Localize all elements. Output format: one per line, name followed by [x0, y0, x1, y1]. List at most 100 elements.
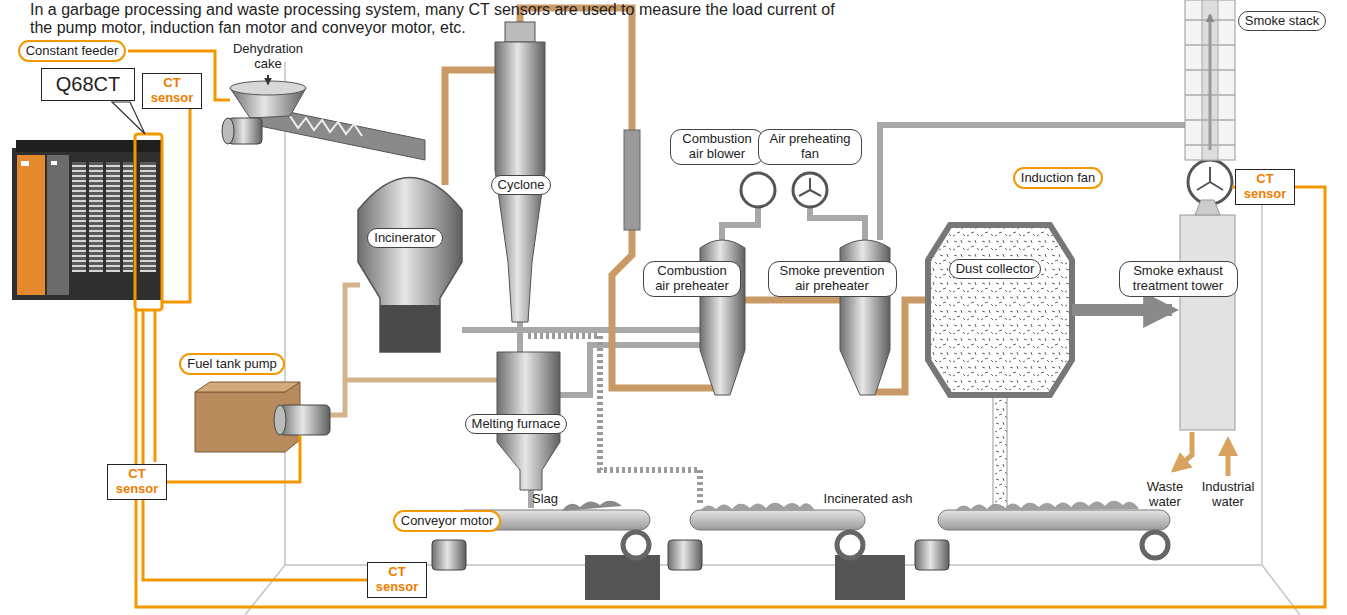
monitored-equipment-label: Conveyor motor [393, 510, 501, 533]
node-text: Melting furnace [472, 417, 561, 432]
node-text: CT sensor [372, 565, 422, 595]
node-text: Cyclone [498, 178, 545, 193]
node-text: Fuel tank pump [187, 357, 277, 372]
plc-unit [51, 161, 57, 165]
fan-symbol [793, 173, 827, 207]
plc-unit [135, 134, 162, 310]
conveyor [1142, 532, 1168, 558]
water-arrow [1174, 432, 1192, 470]
equipment-label: Combustion air blower [670, 129, 764, 165]
conveyor [835, 555, 905, 600]
cyclone [495, 42, 545, 322]
dust-collector [993, 395, 1007, 513]
node-text: Conveyor motor [401, 514, 493, 529]
signal-wire [136, 187, 1325, 607]
exhaust-tower [1180, 215, 1235, 430]
node-text: CT sensor [112, 467, 162, 497]
plc-unit [17, 155, 45, 295]
fuel-pipe [345, 378, 497, 383]
air-pipe [722, 207, 758, 240]
module-callout: Q68CT [41, 68, 135, 101]
caption-text: In a garbage processing and waste proces… [30, 1, 845, 38]
smoke-stack [1209, 15, 1212, 150]
material-label: Dehydration cake [228, 42, 308, 72]
equipment-label: Air preheating fan [758, 129, 862, 165]
ct-sensor-box: CT sensor [107, 464, 167, 500]
water-label: Waste water [1143, 480, 1188, 510]
equipment-label: Melting furnace [465, 414, 568, 435]
equipment-label: Cyclone [491, 175, 552, 196]
material-label: Incinerated ash [824, 492, 913, 507]
air-pipe [517, 322, 523, 352]
node-text: Constant feeder [26, 44, 119, 59]
duct-box [624, 130, 640, 230]
plc-unit [12, 148, 162, 300]
signal-wire [162, 109, 190, 302]
node-text: CT sensor [1240, 172, 1290, 202]
conveyor [690, 510, 865, 530]
monitored-equipment-label: Constant feeder [18, 40, 127, 63]
node-text: Air preheating fan [765, 132, 855, 162]
room-outline [245, 62, 1300, 615]
conveyor [837, 532, 863, 558]
fuel-tank [280, 405, 330, 435]
cyclone [495, 22, 545, 322]
plc-unit [140, 162, 156, 272]
ct-sensor-box: CT sensor [142, 73, 202, 109]
plc-unit [123, 162, 133, 272]
node-text: Dust collector [956, 262, 1035, 277]
air-pipe [810, 207, 865, 240]
conveyor [562, 501, 622, 511]
dust-collector [928, 225, 1072, 395]
node-text: Combustion air preheater [650, 264, 734, 294]
conveyor [432, 501, 1170, 600]
equipment-label: Combustion air preheater [643, 261, 741, 297]
cyclone [505, 22, 535, 42]
plc-unit [21, 161, 29, 166]
node-text: Smoke prevention air preheater [775, 264, 890, 294]
exhaust-tower [1195, 200, 1220, 215]
node-text: Combustion air blower [677, 132, 757, 162]
flue-pipe [445, 70, 495, 185]
incinerator [358, 178, 462, 353]
fan-symbol [799, 178, 821, 196]
fan-symbol [1188, 160, 1232, 204]
room-outline [285, 62, 1262, 565]
fan-symbol [741, 160, 1232, 207]
plc-unit [47, 155, 69, 295]
plc-unit [106, 162, 120, 272]
node-text: Incinerator [374, 231, 435, 246]
smoke-stack [1185, 0, 1235, 160]
fan-symbol [741, 173, 775, 207]
air-pipe [520, 125, 1185, 508]
constant-feeder [222, 81, 425, 160]
smoke-stack [1185, 0, 1235, 160]
fuel-tank [195, 382, 300, 452]
ct-sensor-box: CT sensor [1235, 169, 1295, 205]
water-label: Industrial water [1197, 480, 1259, 510]
fuel-pipe [330, 285, 360, 415]
equipment-label: Smoke stack [1238, 11, 1326, 32]
exhaust-tower [1180, 200, 1235, 430]
water-arrow [1226, 440, 1231, 476]
equipment-label: Smoke prevention air preheater [768, 261, 897, 297]
node-text: Smoke exhaust treatment tower [1126, 264, 1231, 294]
monitored-equipment-label: Fuel tank pump [179, 353, 285, 376]
equipment-label: Smoke exhaust treatment tower [1119, 261, 1238, 297]
dust-collector [928, 225, 1072, 513]
equipment-label: Incinerator [367, 228, 442, 249]
fuel-tank [274, 405, 286, 435]
conveyor [700, 503, 815, 511]
back-pipe [462, 327, 700, 333]
conveyor [432, 540, 466, 570]
conveyor [668, 540, 702, 570]
plc-unit [16, 140, 162, 152]
material-label: Slag [532, 492, 558, 507]
fuel-tank [195, 382, 330, 452]
incinerator [358, 178, 462, 353]
water-arrow [1174, 432, 1228, 476]
ct-sensor-box: CT sensor [367, 562, 427, 598]
smoke-stack [1202, 0, 1218, 160]
